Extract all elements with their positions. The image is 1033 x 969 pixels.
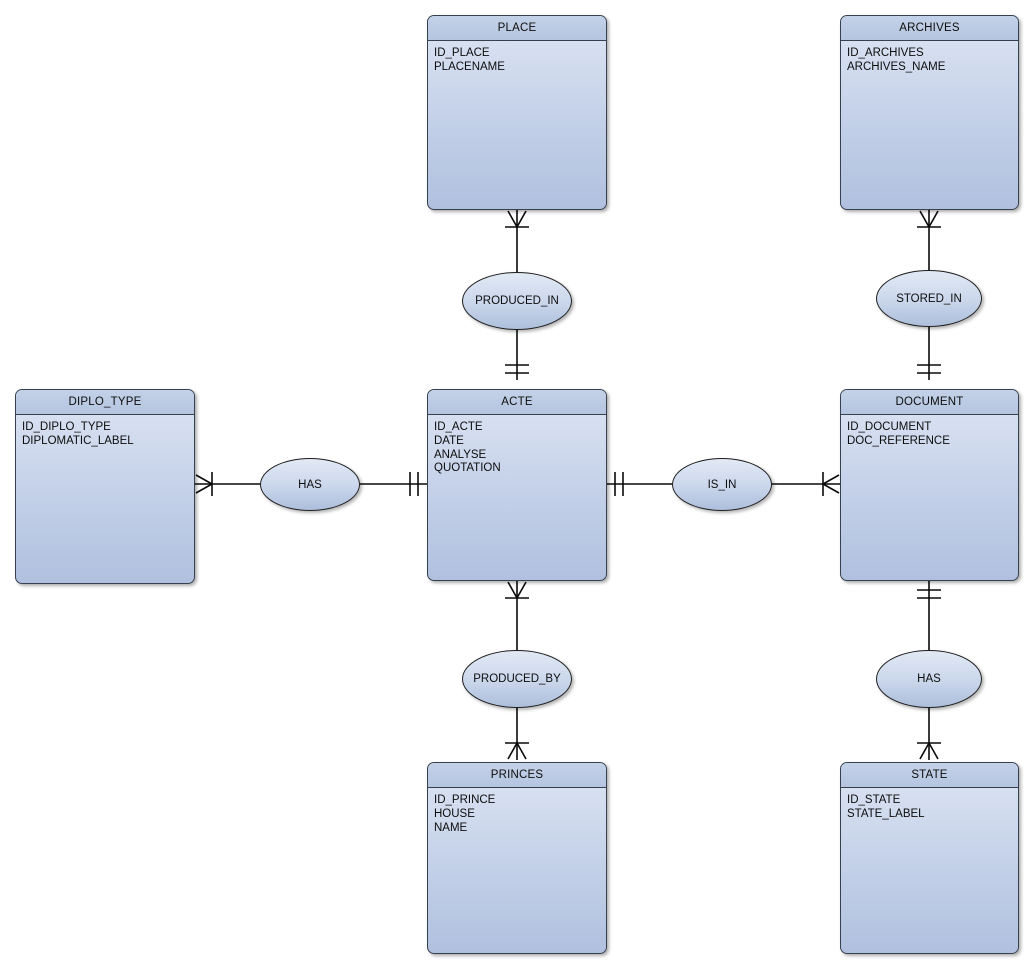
entity-place[interactable]: PLACE ID_PLACE PLACENAME [427, 15, 607, 210]
attribute: ARCHIVES_NAME [847, 60, 946, 73]
entity-title-document: DOCUMENT [841, 390, 1018, 415]
attribute: ID_DOCUMENT [847, 421, 932, 433]
entity-acte[interactable]: ACTE ID_ACTE DATE ANALYSE QUOTATION [427, 389, 607, 581]
attribute: ID_ACTE [434, 421, 483, 433]
entity-title-place: PLACE [428, 16, 606, 41]
attribute: STATE_LABEL [847, 807, 925, 820]
entity-title-archives: ARCHIVES [841, 16, 1018, 41]
attribute: QUOTATION [434, 462, 501, 475]
entity-document[interactable]: DOCUMENT ID_DOCUMENT DOC_REFERENCE [840, 389, 1019, 581]
entity-diplo-type[interactable]: DIPLO_TYPE ID_DIPLO_TYPE DIPLOMATIC_LABE… [15, 389, 195, 584]
entity-attributes-place: ID_PLACE PLACENAME [428, 41, 606, 75]
entity-state[interactable]: STATE ID_STATE STATE_LABEL [840, 762, 1019, 954]
entity-attributes-document: ID_DOCUMENT DOC_REFERENCE [841, 415, 1018, 449]
attribute: ID_DIPLO_TYPE [22, 421, 111, 433]
entity-title-state: STATE [841, 763, 1018, 788]
entity-title-diplo-type: DIPLO_TYPE [16, 390, 194, 415]
entity-attributes-diplo-type: ID_DIPLO_TYPE DIPLOMATIC_LABEL [16, 415, 194, 449]
relationship-produced-by[interactable]: PRODUCED_BY [462, 650, 572, 708]
attribute: ID_PRINCE [434, 794, 496, 806]
entity-attributes-acte: ID_ACTE DATE ANALYSE QUOTATION [428, 415, 606, 476]
relationship-has-diplo-type[interactable]: HAS [260, 458, 360, 511]
attribute: ID_PLACE [434, 47, 490, 59]
attribute: ID_ARCHIVES [847, 47, 924, 59]
entity-attributes-princes: ID_PRINCE HOUSE NAME [428, 788, 606, 835]
relationship-is-in[interactable]: IS_IN [672, 458, 772, 511]
entity-attributes-archives: ID_ARCHIVES ARCHIVES_NAME [841, 41, 1018, 75]
entity-attributes-state: ID_STATE STATE_LABEL [841, 788, 1018, 822]
attribute: ANALYSE [434, 448, 487, 461]
relationship-produced-in[interactable]: PRODUCED_IN [462, 272, 572, 330]
attribute: NAME [434, 821, 468, 834]
attribute: DATE [434, 434, 464, 447]
attribute: ID_STATE [847, 794, 901, 806]
entity-title-princes: PRINCES [428, 763, 606, 788]
entity-archives[interactable]: ARCHIVES ID_ARCHIVES ARCHIVES_NAME [840, 15, 1019, 210]
relationship-has-state[interactable]: HAS [876, 650, 982, 708]
attribute: PLACENAME [434, 60, 505, 73]
attribute: HOUSE [434, 807, 475, 820]
attribute: DIPLOMATIC_LABEL [22, 434, 134, 447]
attribute: DOC_REFERENCE [847, 434, 950, 447]
entity-princes[interactable]: PRINCES ID_PRINCE HOUSE NAME [427, 762, 607, 954]
entity-title-acte: ACTE [428, 390, 606, 415]
relationship-stored-in[interactable]: STORED_IN [876, 270, 982, 327]
